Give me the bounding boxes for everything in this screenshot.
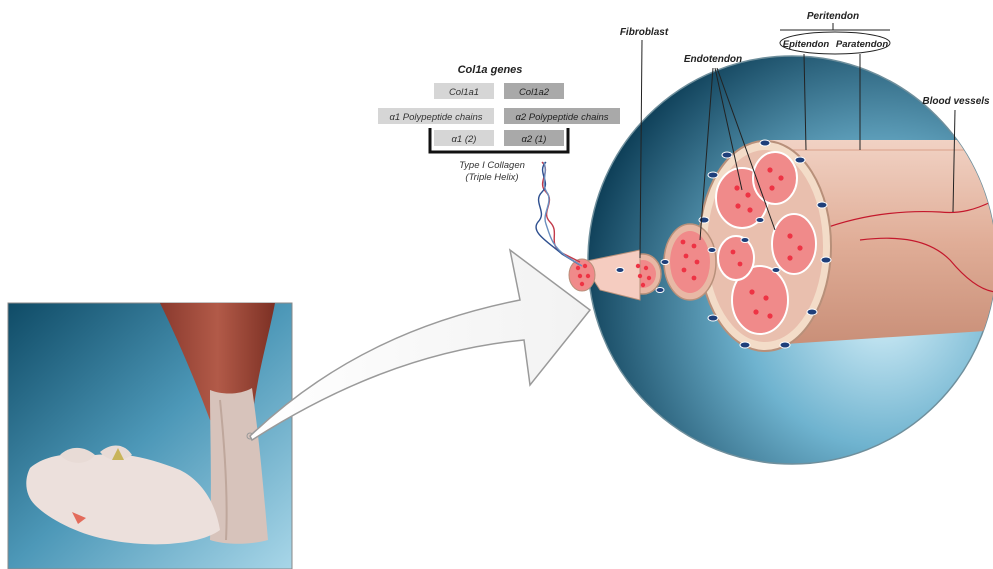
chain2-label: α2 Polypeptide chains	[515, 112, 608, 123]
alpha2-label: α2 (1)	[522, 134, 547, 145]
collagen-label-line2: (Triple Helix)	[465, 172, 518, 183]
triple-helix	[536, 162, 582, 266]
fibroblast-label: Fibroblast	[620, 27, 669, 38]
zoom-sphere	[569, 56, 993, 464]
epitendon-label: Epitendon	[783, 39, 830, 50]
peritendon-label: Peritendon	[807, 11, 859, 22]
paratendon-label: Paratendon	[836, 39, 888, 50]
endotendon-label: Endotendon	[684, 54, 742, 65]
alpha1-label: α1 (2)	[452, 134, 477, 145]
chain1-label: α1 Polypeptide chains	[389, 112, 482, 123]
blood-vessels-label: Blood vessels	[922, 96, 990, 107]
col1a2-label: Col1a2	[519, 87, 550, 98]
col1a-genes-panel: Col1a genes Col1a1 Col1a2 α1 Polypeptide…	[378, 64, 620, 183]
col1a1-label: Col1a1	[449, 87, 479, 98]
zoom-arrow	[250, 250, 590, 440]
collagen-label-line1: Type I Collagen	[459, 160, 525, 171]
genes-title: Col1a genes	[458, 64, 523, 76]
